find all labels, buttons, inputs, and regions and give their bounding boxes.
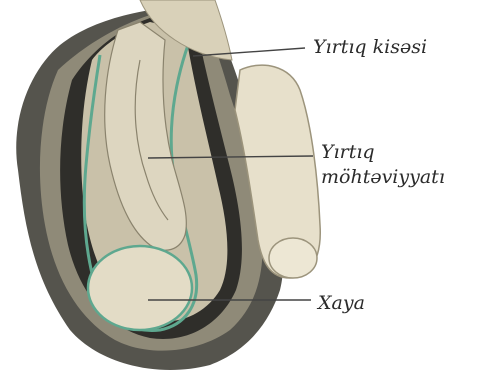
label-hernia-content: Yırtıq möhtəviyyatı bbox=[321, 140, 445, 190]
label-hernia-sac: Yırtıq kisəsi bbox=[313, 35, 427, 60]
label-hernia-content-line1: Yırtıq bbox=[321, 140, 445, 165]
testis-shape bbox=[88, 246, 192, 330]
label-hernia-content-line2: möhtəviyyatı bbox=[321, 165, 445, 190]
label-testis: Xaya bbox=[318, 291, 365, 316]
glans-shape bbox=[269, 238, 317, 278]
